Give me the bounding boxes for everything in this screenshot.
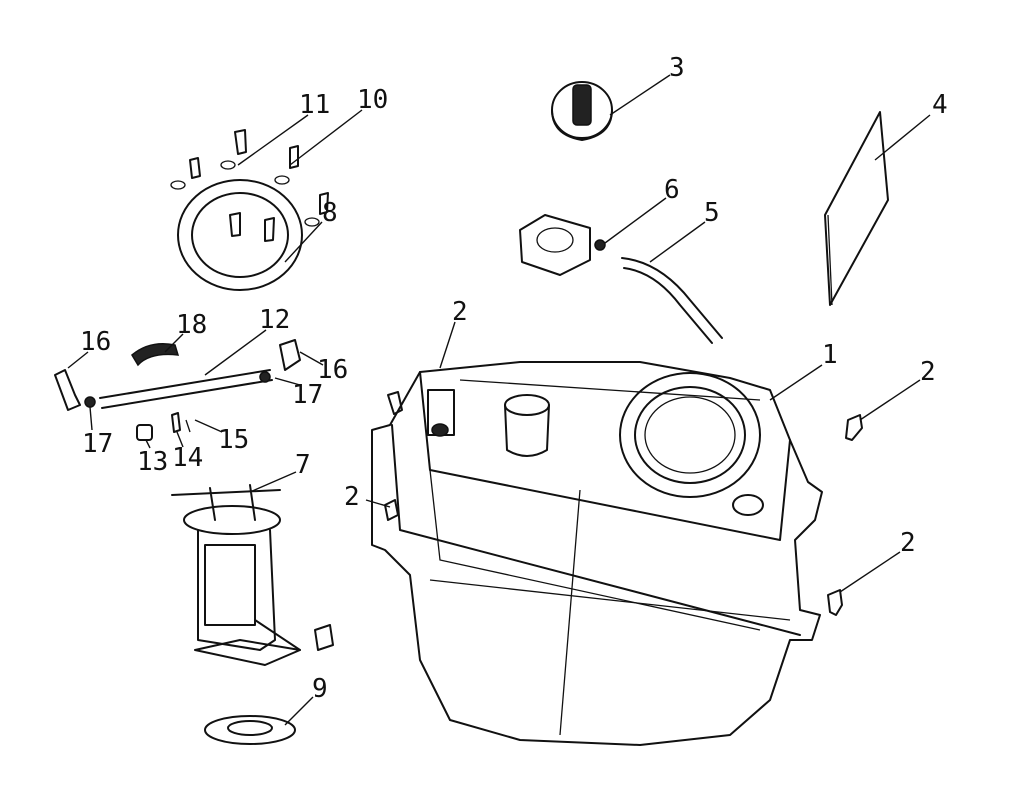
fuel-cap-part	[551, 81, 613, 141]
callout-8: 8	[322, 198, 338, 228]
callout-18: 18	[176, 310, 207, 340]
hose-assembly-part	[54, 339, 301, 441]
callout-7: 7	[295, 450, 311, 480]
fuel-tank-part	[371, 361, 823, 746]
callout-5: 5	[704, 198, 720, 228]
bolt-part	[384, 391, 863, 616]
callout-16: 16	[317, 355, 348, 385]
retaining-plate-part	[170, 129, 329, 291]
callout-16: 16	[80, 327, 111, 357]
fuel-pump-part	[171, 484, 334, 666]
callout-13: 13	[137, 447, 168, 477]
callout-1: 1	[822, 340, 838, 370]
canister-part	[519, 214, 723, 344]
callout-15: 15	[218, 425, 249, 455]
callout-4: 4	[932, 90, 948, 120]
callout-2: 2	[900, 528, 916, 558]
callout-labels: 1 2 2 2 2 3 4 5 6 7 8 9 10 11 12 13 14 1…	[80, 53, 948, 704]
callout-12: 12	[259, 305, 290, 335]
callout-9: 9	[312, 674, 328, 704]
gasket-part	[204, 715, 296, 745]
callout-2: 2	[920, 357, 936, 387]
callout-17: 17	[82, 429, 113, 459]
callout-6: 6	[664, 175, 680, 205]
pad-part	[824, 111, 889, 306]
callout-10: 10	[357, 85, 388, 115]
callout-2: 2	[344, 482, 360, 512]
callout-17: 17	[292, 380, 323, 410]
callout-11: 11	[299, 90, 330, 120]
callout-2: 2	[452, 297, 468, 327]
leader-lines	[67, 74, 931, 726]
callout-14: 14	[172, 443, 203, 473]
callout-3: 3	[669, 53, 685, 83]
